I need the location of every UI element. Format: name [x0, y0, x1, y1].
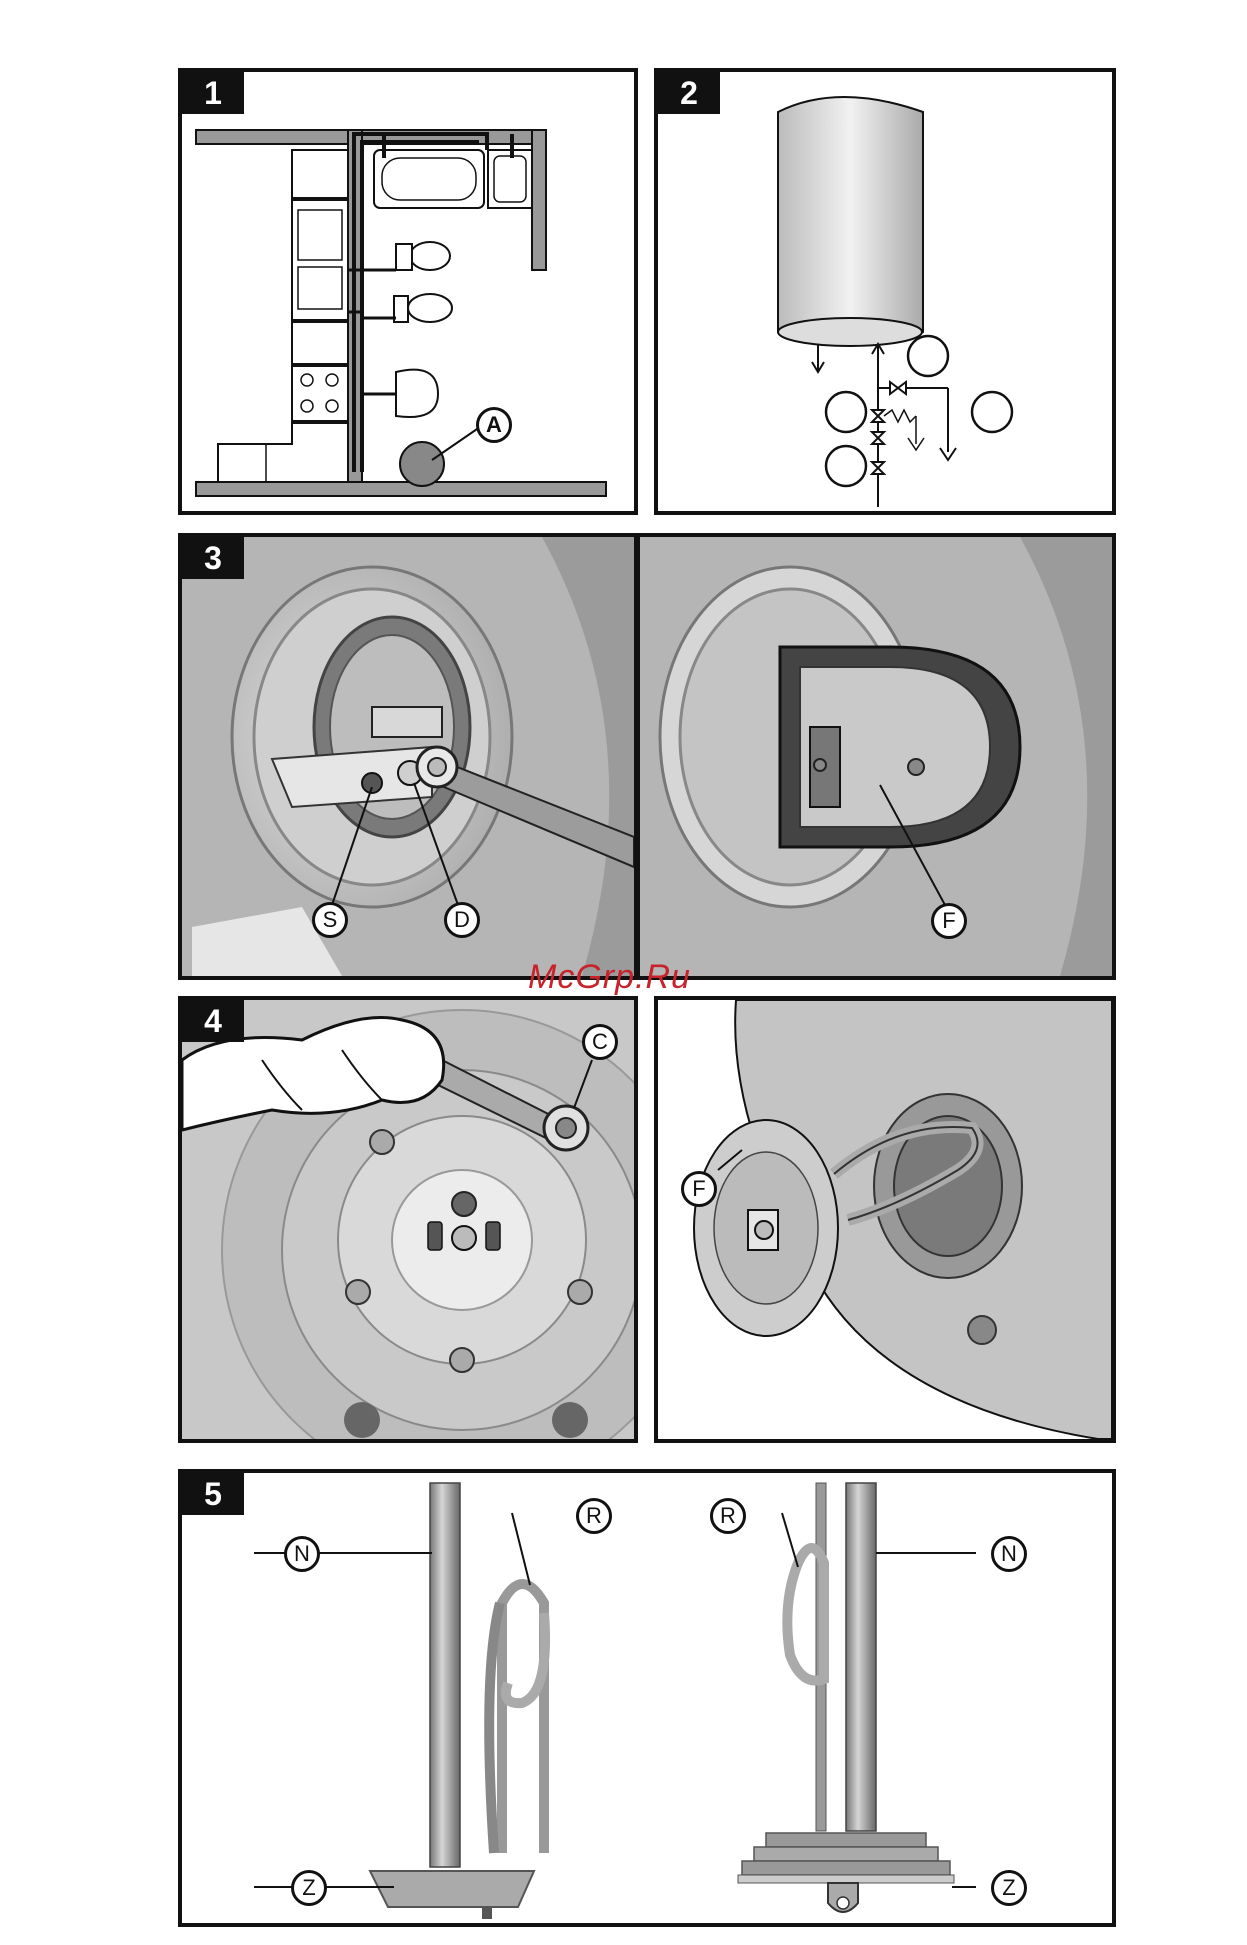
panel-3-flange-removal: 3 S D	[178, 533, 638, 980]
panel-number-1: 1	[182, 72, 244, 114]
panel-4-nut-removal: 4 C	[178, 996, 638, 1443]
callout-f-panel4: F	[681, 1171, 717, 1207]
callout-z-right: Z	[991, 1870, 1027, 1906]
callout-n-right: N	[991, 1536, 1027, 1572]
panel-number-5: 5	[182, 1473, 244, 1515]
callout-z-left: Z	[291, 1870, 327, 1906]
callout-f-panel3: F	[931, 903, 967, 939]
callout-r-left: R	[576, 1498, 612, 1534]
panel-2-connection-diagram: 2	[654, 68, 1116, 515]
floor-plan-drawing	[182, 72, 634, 511]
callout-s: S	[312, 902, 348, 938]
nut-removal-drawing	[182, 1000, 634, 1439]
callout-c: C	[582, 1024, 618, 1060]
panel-number-2: 2	[658, 72, 720, 114]
panel-5-anode-and-element: 5 N R Z R N Z	[178, 1469, 1116, 1927]
element-extracted-drawing	[658, 1000, 1112, 1439]
callout-r-right: R	[710, 1498, 746, 1534]
flange-extracted-drawing	[640, 537, 1112, 976]
watermark: McGrp.Ru	[528, 958, 691, 997]
callout-n-left: N	[284, 1536, 320, 1572]
callout-a: A	[476, 407, 512, 443]
connection-schematic	[658, 72, 1112, 511]
panel-4-element-extracted: F	[654, 996, 1116, 1443]
flange-bolts-drawing	[182, 537, 634, 976]
panel-1-floor-plan: 1	[178, 68, 638, 515]
panel-number-4: 4	[182, 1000, 244, 1042]
panel-number-3: 3	[182, 537, 244, 579]
callout-d: D	[444, 902, 480, 938]
anode-element-drawing	[182, 1473, 1112, 1923]
panel-3-flange-extracted: F	[636, 533, 1116, 980]
